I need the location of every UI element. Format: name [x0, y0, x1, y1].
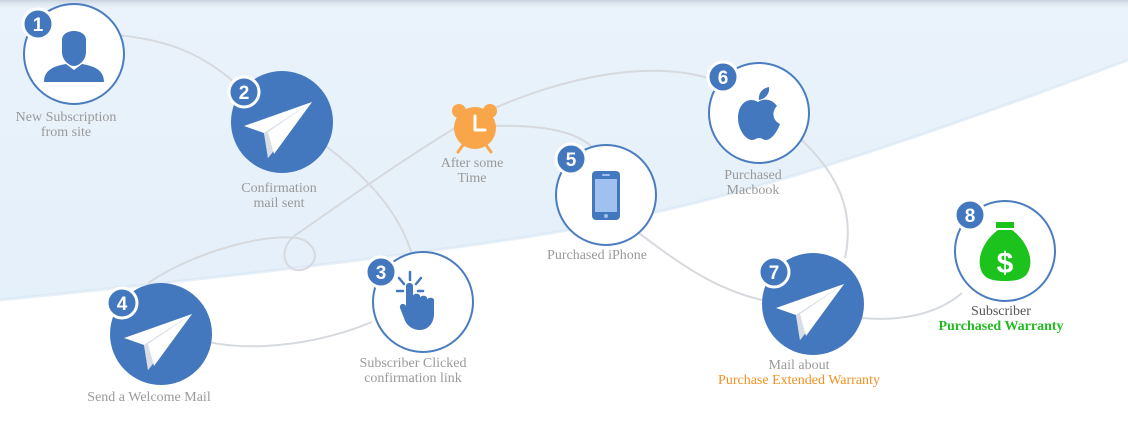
path-2-3: [317, 139, 415, 263]
path-5-7: [623, 221, 763, 301]
step-1-label: New Subscription from site: [16, 110, 117, 140]
pointing-hand-click-icon: [395, 270, 434, 330]
step-3-node: 3: [364, 251, 474, 353]
step-5-label: Purchased iPhone: [547, 248, 647, 263]
path-clock-5: [491, 124, 594, 149]
step-5-number: 5: [566, 150, 577, 171]
step-8-number: 8: [965, 206, 976, 227]
step-4-label: Send a Welcome Mail: [87, 390, 210, 405]
step-6-label-line-2: Macbook: [726, 183, 780, 198]
step-4-badge: [105, 286, 139, 320]
step-2-node: 2: [227, 71, 333, 173]
path-6-7: [794, 133, 849, 259]
step-8-node: $ 8: [953, 198, 1056, 302]
step-7-label-line-1: Mail about: [768, 358, 830, 373]
step-2-label-line-2: mail sent: [253, 196, 305, 211]
step-4-label-line-1: Send a Welcome Mail: [87, 390, 211, 405]
delay-label: After some Time: [441, 156, 504, 186]
step-7-highlight: Purchase Extended Warranty: [718, 373, 880, 388]
step-6-label: Purchased Macbook: [724, 168, 782, 198]
step-1-badge: [21, 7, 55, 41]
apple-logo-icon: [738, 87, 780, 140]
svg-text:$: $: [997, 247, 1014, 280]
step-7-node: 7: [757, 253, 864, 355]
step-6-badge: [706, 60, 740, 94]
top-shadow: [0, 0, 1128, 10]
alarm-clock-icon: [452, 104, 497, 154]
step-4-number: 4: [117, 294, 128, 315]
step-7-number: 7: [769, 263, 780, 284]
wave-edge: [0, 58, 1128, 302]
step-8-label: Subscriber Purchased Warranty: [938, 304, 1063, 334]
step-8-badge: [953, 198, 987, 232]
money-bag-icon: $: [979, 222, 1031, 281]
step-4-node: 4: [105, 283, 212, 385]
step-5-node: 5: [554, 142, 657, 246]
step-1-number: 1: [33, 15, 44, 36]
step-8-label-line-1: Subscriber: [971, 304, 1031, 319]
step-7-badge: [757, 255, 791, 289]
step-2-label: Confirmation mail sent: [241, 181, 316, 211]
user-silhouette-icon: [44, 31, 104, 82]
step-1-label-line-1: New Subscription: [15, 110, 117, 125]
step-3-label-line-2: confirmation link: [364, 371, 462, 386]
step-2-number: 2: [239, 83, 250, 104]
step-7-label: Mail about Purchase Extended Warranty: [718, 358, 880, 388]
step-2-badge: [227, 75, 261, 109]
step-6-node: 6: [706, 60, 810, 164]
path-4-6: [147, 69, 709, 284]
path-7-8: [861, 292, 963, 320]
step-3-badge: [364, 255, 398, 289]
connector-paths: [104, 33, 963, 348]
step-5-label-line-1: Purchased iPhone: [547, 248, 647, 263]
delay-node: [452, 104, 497, 154]
step-8-highlight: Purchased Warranty: [938, 319, 1064, 334]
step-5-badge: [554, 142, 588, 176]
step-6-label-line-1: Purchased: [724, 168, 782, 183]
step-1-node: 1: [21, 3, 125, 105]
delay-label-line-2: Time: [457, 171, 487, 186]
step-3-number: 3: [376, 263, 387, 284]
smartphone-icon: [592, 171, 620, 220]
step-1-label-line-2: from site: [40, 125, 92, 140]
step-6-number: 6: [718, 68, 729, 89]
step-3-label: Subscriber Clicked confirmation link: [360, 356, 467, 386]
step-3-label-line-1: Subscriber Clicked: [359, 356, 467, 371]
delay-label-line-1: After some: [440, 156, 504, 171]
step-2-label-line-1: Confirmation: [241, 181, 317, 196]
